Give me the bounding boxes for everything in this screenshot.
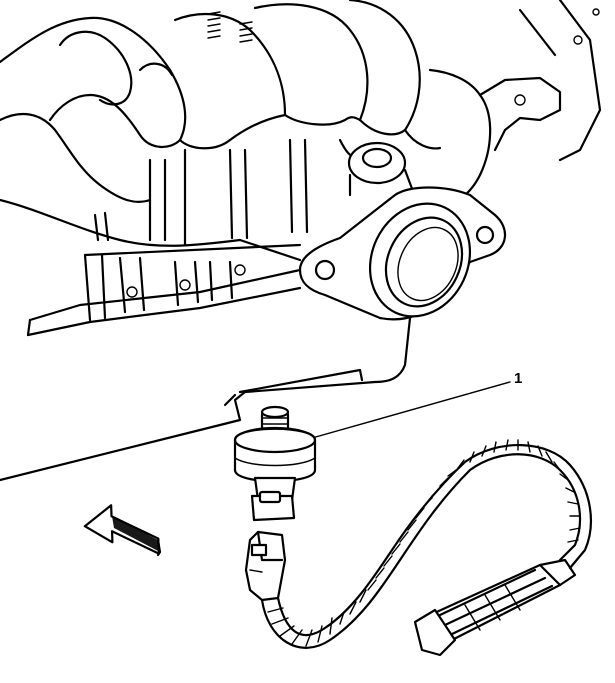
intake-manifold: [0, 0, 602, 247]
knock-sensor: [233, 405, 317, 522]
sensor-harness: [244, 439, 592, 657]
front-direction-arrow-icon: [83, 504, 162, 557]
throttle-body-flange: [298, 186, 506, 321]
callout-number-1: 1: [514, 370, 523, 387]
engine-block: [0, 238, 412, 482]
callout-leader: [304, 381, 511, 441]
